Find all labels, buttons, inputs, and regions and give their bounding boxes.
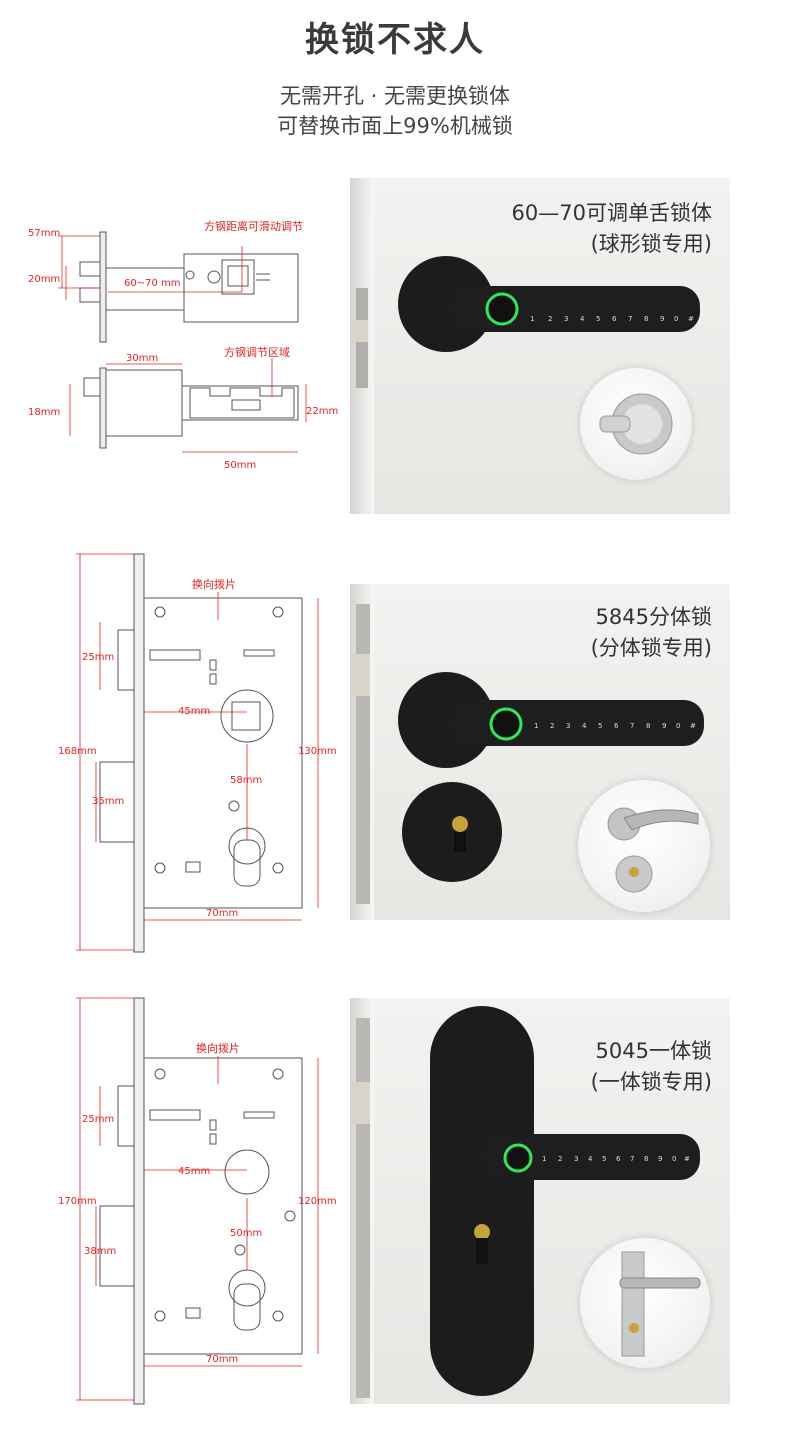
svg-text:2: 2 [558,1155,562,1163]
subtitle-line-2: 可替换市面上99%机械锁 [277,114,513,138]
dim-50-b: 50mm [230,1228,262,1239]
label-integrated: 5045一体锁 (一体锁专用) [591,1036,712,1098]
svg-text:4: 4 [582,722,587,730]
plate-handle-icon [619,1251,701,1357]
svg-text:9: 9 [658,1155,662,1163]
dim-130: 130mm [298,746,337,757]
label-integrated-line2: (一体锁专用) [590,1070,712,1094]
dim-35: 35mm [92,796,124,807]
photo-tubular-lock: 60—70可调单舌锁体 (球形锁专用) 1 2 3 4 5 6 7 8 9 0 … [350,178,730,514]
svg-text:0: 0 [672,1155,676,1163]
dim-38: 38mm [84,1246,116,1257]
key-1: 1 [530,315,534,323]
section-mortise-5045: 换向拨片 25mm 45mm 170mm 120mm 50mm 38mm 70m… [0,994,790,1406]
svg-text:7: 7 [630,722,634,730]
lock-render-2: 1 2 3 4 5 6 7 8 9 0 # [350,604,704,904]
photo-split-lock: 5845分体锁 (分体锁专用) 1 2 3 4 5 6 7 8 9 0 # [350,584,730,920]
dim-45: 45mm [178,706,210,717]
dim-168: 168mm [58,746,97,757]
photo-integrated-lock: 5045一体锁 (一体锁专用) 1 2 3 4 5 6 7 8 9 0 # [350,998,730,1404]
knob-icon [599,393,673,455]
svg-text:9: 9 [662,722,666,730]
label-split-line1: 5845分体锁 [595,605,712,629]
lever-icon [607,807,699,893]
dim-70-b: 70mm [206,1354,238,1365]
page-title: 换锁不求人 [305,20,485,60]
svg-text:#: # [684,1155,690,1163]
dim-57: 57mm [28,228,60,239]
mortise-5045-drawing: 换向拨片 25mm 45mm 170mm 120mm 50mm 38mm 70m… [58,997,337,1405]
svg-text:1: 1 [534,722,538,730]
label-integrated-line1: 5045一体锁 [595,1039,712,1063]
inset-knob-lock [580,368,692,480]
dim-note-slide: 方钢距离可滑动调节 [204,219,303,233]
keypad: 1 2 3 4 5 6 7 8 9 0 # [530,315,694,323]
dim-50: 50mm [224,460,256,471]
key-4: 4 [580,315,585,323]
lock-render-1: 1 2 3 4 5 6 7 8 9 0 # [350,256,700,388]
dim-20: 20mm [28,274,60,285]
key-hash: # [688,315,694,323]
mortise-5845-drawing: 换向拨片 25mm 45mm 168mm 130mm 58mm 35mm 70m… [58,553,337,953]
section-mortise-5845: 换向拨片 25mm 45mm 168mm 130mm 58mm 35mm 70m… [0,550,790,953]
key-8: 8 [644,315,648,323]
lock-render-3: 1 2 3 4 5 6 7 8 9 0 # [350,1006,700,1398]
label-split-line2: (分体锁专用) [590,636,712,660]
svg-text:8: 8 [644,1155,648,1163]
inset-plate-handle [580,1238,710,1368]
key-3: 3 [564,315,568,323]
key-0: 0 [674,315,678,323]
label-tubular-line2: (球形锁专用) [590,232,712,256]
key-7: 7 [628,315,632,323]
svg-text:6: 6 [616,1155,621,1163]
dim-note-switch: 换向拨片 [192,577,236,591]
svg-text:7: 7 [630,1155,634,1163]
label-split: 5845分体锁 (分体锁专用) [591,602,712,664]
svg-text:5: 5 [602,1155,606,1163]
svg-text:6: 6 [614,722,619,730]
svg-text:3: 3 [566,722,570,730]
dim-120: 120mm [298,1196,337,1207]
svg-text:0: 0 [676,722,680,730]
dim-25-b: 25mm [82,1114,114,1125]
key-5: 5 [596,315,600,323]
dim-note-switch-2: 换向拨片 [196,1041,240,1055]
svg-text:5: 5 [598,722,602,730]
subtitle-line-1: 无需开孔 · 无需更换锁体 [279,84,511,108]
svg-text:4: 4 [588,1155,593,1163]
dim-note-area: 方钢调节区域 [224,345,290,359]
tubular-latch-drawing: 方钢距离可滑动调节 57mm 20mm 60~70 mm 30mm 方钢调节区域… [28,219,338,471]
key-6: 6 [612,315,617,323]
dim-58: 58mm [230,775,262,786]
svg-text:1: 1 [542,1155,546,1163]
key-9: 9 [660,315,664,323]
label-tubular: 60—70可调单舌锁体 (球形锁专用) [512,198,712,260]
dim-25: 25mm [82,652,114,663]
inset-lever-handle [578,780,710,912]
dim-170: 170mm [58,1196,97,1207]
dim-60-70: 60~70 mm [124,278,181,289]
svg-text:#: # [690,722,696,730]
dim-70: 70mm [206,908,238,919]
dim-30: 30mm [126,353,158,364]
svg-text:3: 3 [574,1155,578,1163]
key-2: 2 [548,315,552,323]
section-tubular-latch: 方钢距离可滑动调节 57mm 20mm 60~70 mm 30mm 方钢调节区域… [0,178,790,516]
label-tubular-line1: 60—70可调单舌锁体 [511,201,712,225]
svg-text:2: 2 [550,722,554,730]
svg-text:8: 8 [646,722,650,730]
dim-18: 18mm [28,407,60,418]
dim-22: 22mm [306,406,338,417]
dim-45-b: 45mm [178,1166,210,1177]
